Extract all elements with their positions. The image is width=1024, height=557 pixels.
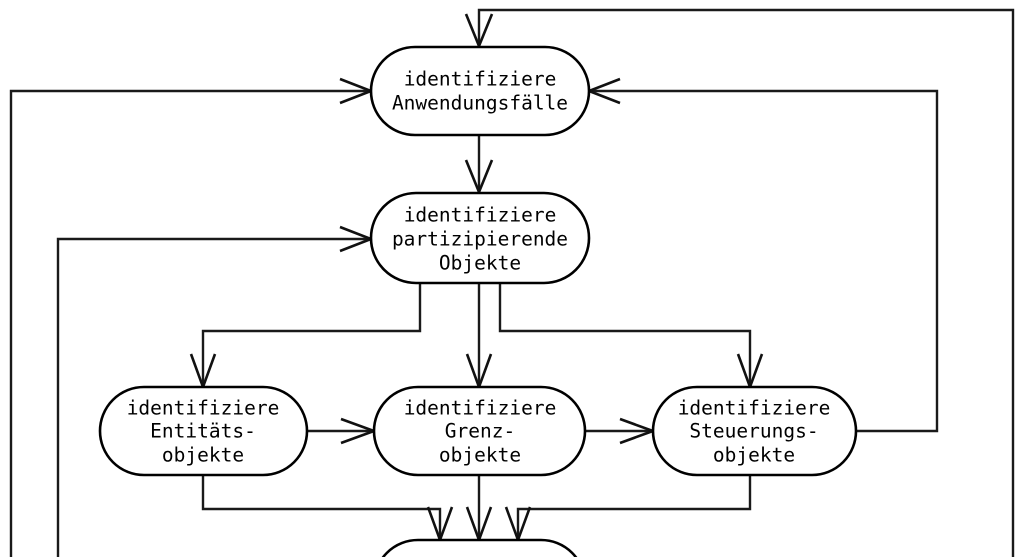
node-steuerungsobjekte-shape: [651, 385, 858, 477]
node-entitaetsobjekte[interactable]: identifiziere Entitäts- objekte: [98, 385, 309, 477]
node-steuerungsobjekte-line1: identifiziere: [678, 397, 831, 420]
node-anwendungsfaelle-shape: [369, 45, 591, 137]
node-grenzobjekte-line2: Grenz-: [445, 420, 515, 443]
node-grenzobjekte[interactable]: identifiziere Grenz- objekte: [372, 385, 587, 477]
edge-outer-right-to-anwendungsfaelle-top: [477, 8, 1015, 557]
edge-left-inner-to-partizipierende-objekte: [56, 237, 368, 557]
edge-partizipierende-to-entitaetsobjekte: [201, 283, 422, 386]
edge-entitaetsobjekte-to-bottom-node: [201, 475, 442, 539]
node-grenzobjekte-line3: objekte: [439, 444, 521, 467]
node-anwendungsfaelle[interactable]: identifiziere Anwendungsfälle: [369, 45, 591, 137]
node-grenzobjekte-shape: [372, 385, 587, 477]
node-bottom-node-partial[interactable]: [374, 538, 585, 557]
node-partizipierende-objekte[interactable]: identifiziere partizipierende Objekte: [369, 191, 591, 285]
node-steuerungsobjekte[interactable]: identifiziere Steuerungs- objekte: [651, 385, 858, 477]
node-anwendungsfaelle-line2: Anwendungsfälle: [392, 92, 568, 115]
node-partizipierende-objekte-shape: [369, 191, 591, 285]
node-grenzobjekte-line1: identifiziere: [404, 397, 557, 420]
edge-left-outer-to-anwendungsfaelle: [9, 89, 368, 557]
node-partizipierende-objekte-line2: partizipierende: [392, 228, 568, 251]
edge-partizipierende-to-steuerungsobjekte: [498, 283, 752, 386]
node-entitaetsobjekte-line3: objekte: [162, 444, 244, 467]
node-steuerungsobjekte-line2: Steuerungs-: [689, 420, 818, 443]
node-entitaetsobjekte-line1: identifiziere: [127, 397, 280, 420]
node-entitaetsobjekte-line2: Entitäts-: [150, 420, 256, 443]
edge-steuerungsobjekte-to-bottom-node: [516, 475, 752, 539]
node-anwendungsfaelle-line1: identifiziere: [404, 68, 557, 91]
edge-steuerungsobjekte-to-anwendungsfaelle: [592, 89, 939, 433]
edges-layer: [9, 8, 1015, 557]
node-partizipierende-objekte-line3: Objekte: [439, 252, 521, 275]
node-partizipierende-objekte-line1: identifiziere: [404, 204, 557, 227]
node-bottom-node-partial-shape: [381, 538, 578, 557]
node-steuerungsobjekte-line3: objekte: [713, 444, 795, 467]
node-entitaetsobjekte-shape: [98, 385, 309, 477]
